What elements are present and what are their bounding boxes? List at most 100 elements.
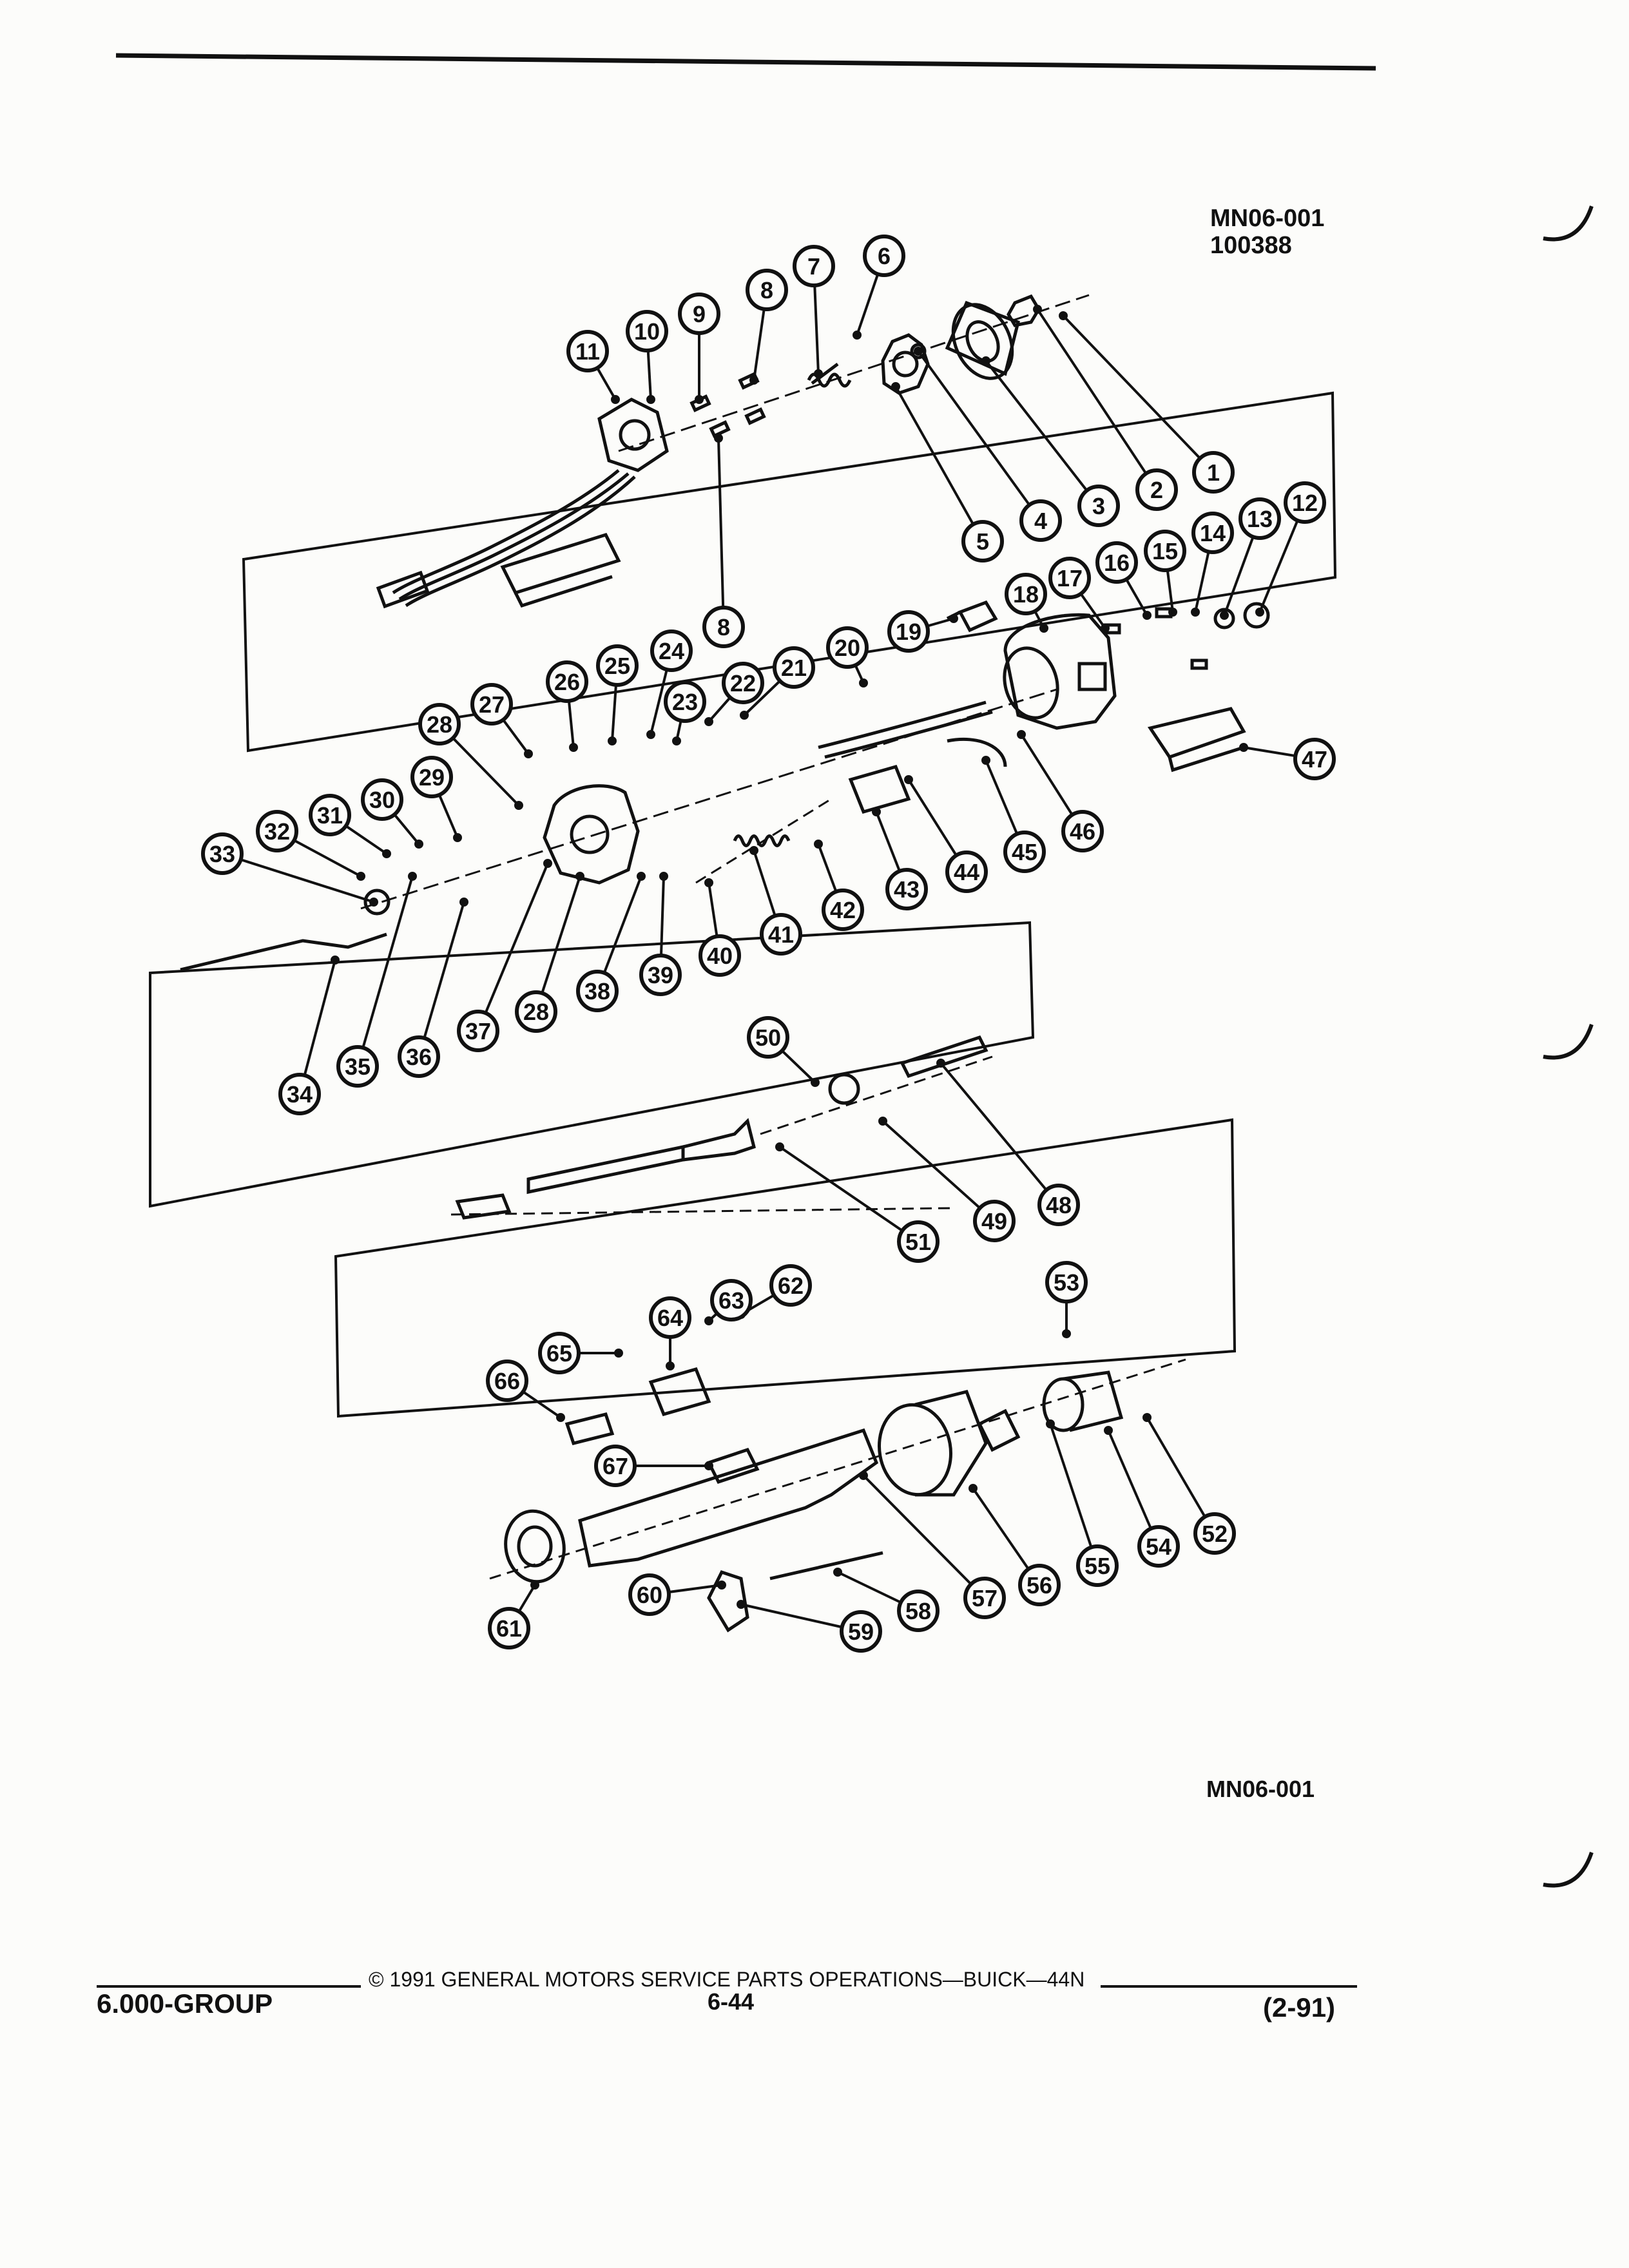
leader-line [1036,308,1158,491]
callout-bubble [486,1360,528,1402]
callout-number: 57 [972,1585,998,1611]
centering-sphere [828,1073,860,1105]
leader-arrow [514,801,523,810]
callout-2: 2 [1033,305,1178,511]
leader-arrow [704,1316,713,1325]
leader-arrow [666,1361,675,1370]
rack-housing [543,784,640,885]
callout-bubble [1135,468,1178,511]
binder-mark [1543,206,1594,242]
shift-lever-gate [707,1570,749,1633]
leader-arrow [737,1600,746,1609]
leader-arrow [369,898,378,907]
callout-bubble [1192,451,1235,494]
dimmer-switch-harness [818,700,1007,767]
leader-arrow [530,1581,539,1590]
axis-line [360,688,1057,910]
binder-mark [1543,1852,1594,1888]
leader-arrow [1039,624,1048,633]
callout-23: 23 [664,680,706,745]
end-shaft [455,1193,512,1220]
leader-arrow [575,872,584,881]
callout-12: 12 [1255,481,1326,617]
leader-line [882,1120,996,1222]
lock-housing [1003,613,1117,730]
callout-bubble [773,646,815,689]
callout-bubble [1061,810,1104,852]
callout-bubble [1003,831,1046,873]
leader-line [356,876,414,1067]
callout-number: 18 [1013,581,1039,608]
callout-21: 21 [740,646,815,720]
callout-33: 33 [201,832,378,907]
binder-mark [1543,1024,1594,1060]
callout-number: 11 [575,338,600,365]
callout-13: 13 [1220,497,1281,620]
callout-number: 36 [406,1044,432,1070]
callout-57: 57 [859,1471,1006,1619]
callout-bubble [649,1296,691,1339]
callout-32: 32 [256,810,365,881]
leader-line [298,959,336,1095]
callout-bubble [566,330,609,372]
callout-bubble [702,606,745,648]
callout-number: 30 [369,787,395,813]
callout-bubble [1077,485,1120,527]
leader-arrow [981,756,990,765]
callout-number: 42 [830,897,856,923]
callout-bubble [1005,573,1047,615]
callout-bubble [664,680,706,723]
callout-number: 14 [1200,520,1226,546]
callout-number: 13 [1247,506,1273,532]
callout-bubble [1193,1512,1236,1555]
callout-number: 37 [465,1018,491,1044]
leader-arrow [749,846,758,855]
callout-bubble [410,756,453,798]
callout-3: 3 [981,356,1120,527]
callout-number: 38 [584,978,610,1004]
callout-number: 61 [496,1615,522,1642]
callout-5: 5 [891,382,1004,562]
callout-bubble [201,832,244,875]
callout-54: 54 [1104,1426,1180,1568]
callout-number: 6 [878,243,891,269]
callout-43: 43 [872,807,928,910]
callout-number: 26 [554,669,580,695]
callout-bubble [628,1573,671,1616]
callout-number: 12 [1292,490,1318,516]
callout-bubble [887,610,930,653]
callout-56: 56 [969,1484,1061,1606]
callout-bubble [1019,499,1062,542]
callout-number: 67 [602,1453,628,1479]
leader-arrow [556,1413,565,1422]
callout-17: 17 [1048,557,1110,633]
callout-number: 9 [693,301,706,327]
leader-arrow [878,1117,887,1126]
callout-34: 34 [278,956,340,1115]
footer-rule-right [1101,1985,1357,1988]
callout-number: 24 [659,638,684,664]
callout-layer: 1234567891011121314151617181920212223242… [201,235,1336,1653]
callout-number: 48 [1046,1192,1072,1218]
turn-signal-switch [376,398,669,609]
leader-arrow [1168,608,1177,617]
rack-spring [733,834,791,847]
axis-line [760,1055,993,1135]
figure-date: 100388 [1210,232,1292,259]
callout-bubble [336,1045,379,1088]
callout-52: 52 [1142,1413,1236,1555]
leader-arrow [408,872,417,881]
leader-arrow [859,678,868,687]
callout-bubble [822,889,864,931]
leader-arrow [543,859,552,868]
callout-number: 21 [781,655,807,681]
leader-arrow [1059,311,1068,320]
callout-number: 28 [523,999,549,1025]
callout-65: 65 [538,1332,623,1374]
callout-16: 16 [1095,541,1152,620]
callout-number: 54 [1146,1533,1171,1560]
leader-arrow [1255,608,1264,617]
callout-bubble [576,970,619,1012]
leader-arrow [1017,730,1026,739]
callout-59: 59 [737,1600,882,1653]
